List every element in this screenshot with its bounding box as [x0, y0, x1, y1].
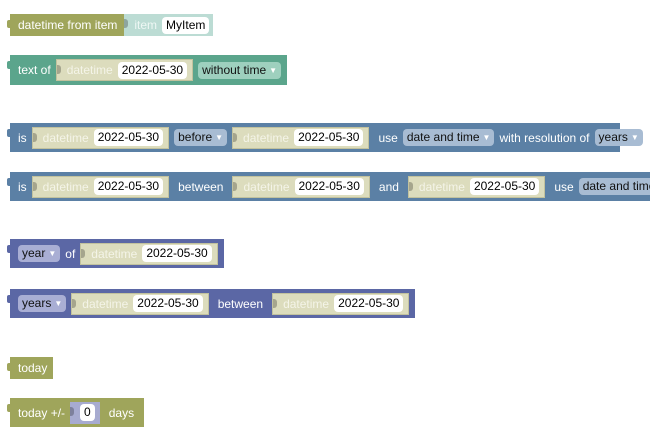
unit-dropdown[interactable]: years▼	[18, 295, 67, 312]
today-offset-block[interactable]: today +/- 0 days	[6, 398, 145, 427]
date-field[interactable]: 2022-05-30	[93, 129, 164, 146]
datetime-label: datetime	[42, 179, 89, 194]
date-field[interactable]: 2022-05-30	[469, 178, 540, 195]
caret-down-icon: ▼	[54, 299, 63, 308]
of-label: of	[65, 246, 76, 261]
dropdown-value: years	[22, 296, 52, 310]
datetime-label: datetime	[283, 296, 330, 311]
format-dropdown[interactable]: without time▼	[198, 61, 282, 79]
between-label: between	[178, 179, 224, 194]
today-block[interactable]: today	[6, 357, 54, 379]
text-of-block[interactable]: text of datetime 2022-05-30 without time…	[6, 55, 288, 85]
caret-down-icon: ▼	[215, 133, 224, 142]
caret-down-icon: ▼	[482, 133, 491, 142]
years-between-block[interactable]: years▼ datetime 2022-05-30 between datet…	[6, 289, 416, 318]
dropdown-value: date and time	[582, 179, 650, 193]
item-field[interactable]: MyItem	[162, 16, 210, 34]
datetime-block[interactable]: datetime 2022-05-30	[232, 126, 370, 149]
datetime-block[interactable]: datetime 2022-05-30	[31, 175, 170, 198]
datetime-block[interactable]: datetime 2022-05-30	[272, 292, 410, 315]
datetime-block[interactable]: datetime 2022-05-30	[232, 175, 370, 198]
block-label: datetime from item	[18, 18, 118, 32]
days-label: days	[108, 405, 135, 420]
number-field[interactable]: 0	[80, 404, 95, 421]
block-label: text of	[18, 63, 51, 77]
block-label: is	[18, 130, 27, 145]
mode-dropdown[interactable]: date and time▼	[578, 178, 650, 195]
datetime-label: datetime	[66, 63, 113, 77]
datetime-label: datetime	[418, 179, 465, 194]
dropdown-value: years	[598, 130, 628, 144]
and-label: and	[378, 179, 399, 194]
datetime-label: datetime	[82, 296, 129, 311]
mode-dropdown[interactable]: date and time▼	[402, 129, 495, 146]
caret-down-icon: ▼	[48, 249, 57, 258]
date-field[interactable]: 2022-05-30	[294, 129, 364, 146]
date-field[interactable]: 2022-05-30	[93, 178, 164, 195]
date-field[interactable]: 2022-05-30	[334, 295, 404, 312]
datetime-label: datetime	[243, 179, 290, 194]
datetime-from-item-block[interactable]: datetime from item item MyItem	[6, 14, 214, 36]
is-between-block[interactable]: is datetime 2022-05-30 between datetime …	[7, 172, 650, 201]
datetime-block[interactable]: datetime 2022-05-30	[31, 126, 170, 149]
use-label: use	[554, 179, 574, 194]
is-before-block[interactable]: is datetime 2022-05-30 before▼ datetime …	[7, 123, 643, 152]
dropdown-value: date and time	[406, 130, 480, 144]
dropdown-value: year	[22, 246, 46, 260]
datetime-label: datetime	[91, 246, 138, 261]
date-field[interactable]: 2022-05-30	[294, 178, 364, 195]
number-block[interactable]: 0	[70, 401, 100, 424]
date-field[interactable]: 2022-05-30	[133, 295, 203, 312]
datetime-block[interactable]: datetime 2022-05-30	[80, 242, 218, 265]
datetime-block[interactable]: datetime 2022-05-30	[71, 292, 209, 315]
datetime-block[interactable]: datetime 2022-05-30	[407, 175, 546, 198]
between-label: between	[217, 296, 264, 311]
dropdown-value: without time	[202, 62, 267, 77]
datetime-label: datetime	[42, 130, 89, 145]
block-label: is	[18, 179, 27, 194]
datetime-label: datetime	[243, 130, 290, 145]
caret-down-icon: ▼	[269, 65, 278, 75]
use-label: use	[378, 130, 398, 145]
year-of-block[interactable]: year▼ of datetime 2022-05-30	[7, 239, 224, 268]
resolution-dropdown[interactable]: years▼	[594, 129, 643, 146]
item-label: item	[134, 18, 158, 32]
resolution-label: with resolution of	[499, 130, 590, 145]
date-field[interactable]: 2022-05-30	[142, 245, 212, 262]
datetime-block[interactable]: datetime 2022-05-30	[55, 59, 194, 81]
dropdown-value: before	[178, 130, 213, 144]
block-label: today	[18, 361, 48, 375]
comparison-dropdown[interactable]: before▼	[174, 129, 228, 146]
block-label: today +/-	[18, 405, 66, 420]
unit-dropdown[interactable]: year▼	[18, 245, 61, 262]
item-block[interactable]: item MyItem	[124, 14, 214, 36]
caret-down-icon: ▼	[630, 133, 639, 142]
date-field[interactable]: 2022-05-30	[117, 61, 188, 79]
